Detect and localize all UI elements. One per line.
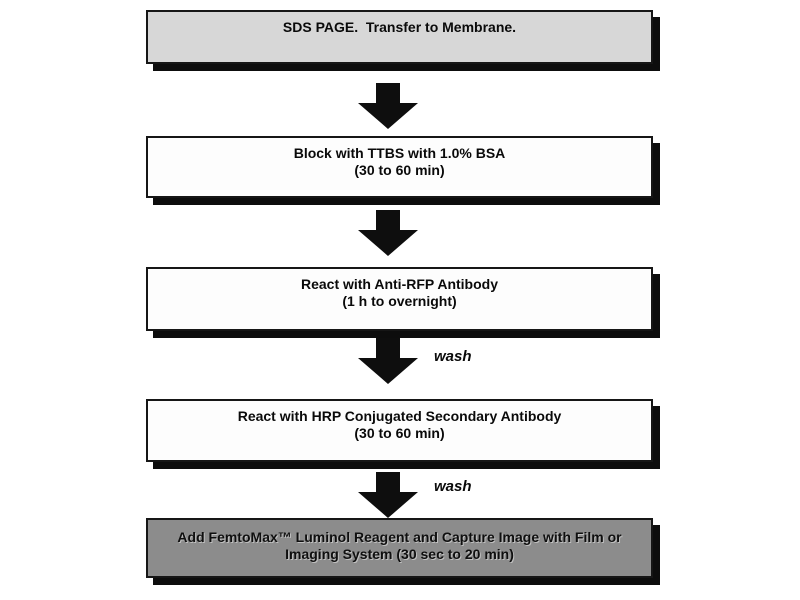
down-arrow-icon (356, 472, 420, 518)
down-arrow-icon (356, 210, 420, 256)
step-text: React with HRP Conjugated Secondary Anti… (237, 408, 562, 424)
wash-label: wash (434, 348, 472, 365)
step-text: React with Anti-RFP Antibody (300, 276, 499, 292)
step-duration: (30 to 60 min) (354, 425, 445, 441)
flow-step-block: Block with TTBS with 1.0% BSA (30 to 60 … (146, 136, 653, 198)
down-arrow-icon (356, 83, 420, 129)
flow-step-primary-antibody: React with Anti-RFP Antibody (1 h to ove… (146, 267, 653, 331)
down-arrow-icon (356, 338, 420, 384)
step-text: Add FemtoMax™ Luminol Reagent and Captur… (177, 529, 622, 545)
step-text: Imaging System (30 sec to 20 min) (285, 546, 514, 562)
step-text: SDS PAGE. Transfer to Membrane. (282, 19, 517, 35)
step-text: Block with TTBS with 1.0% BSA (293, 145, 506, 161)
flow-step-sds-page: SDS PAGE. Transfer to Membrane. (146, 10, 653, 64)
flow-step-detection: Add FemtoMax™ Luminol Reagent and Captur… (146, 518, 653, 578)
step-duration: (1 h to overnight) (342, 293, 457, 309)
step-duration: (30 to 60 min) (354, 162, 445, 178)
flow-step-secondary-antibody: React with HRP Conjugated Secondary Anti… (146, 399, 653, 462)
wash-label: wash (434, 478, 472, 495)
